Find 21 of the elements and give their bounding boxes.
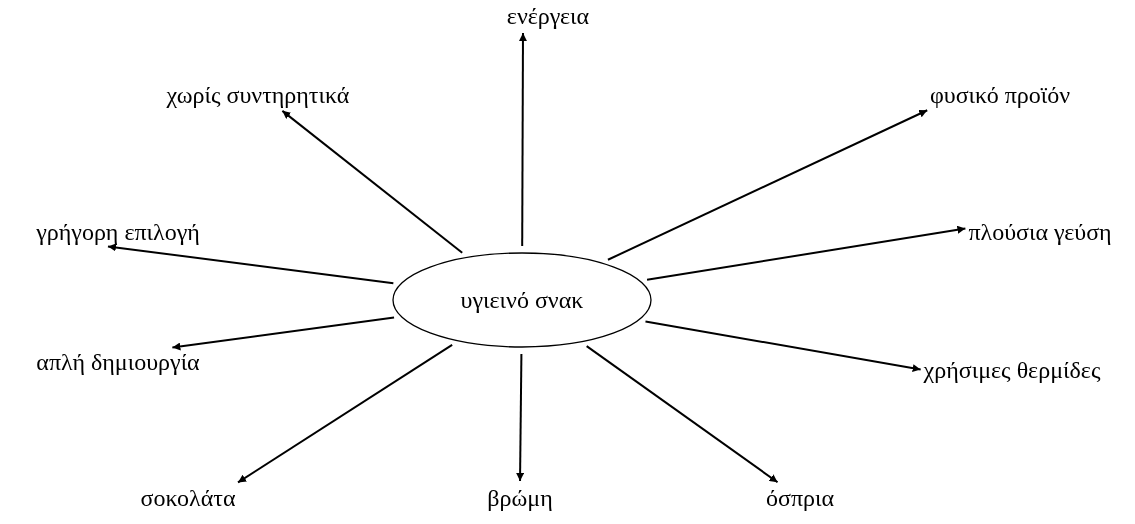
arrow: [107, 243, 395, 285]
arrow: [646, 225, 967, 281]
arrow: [237, 343, 454, 484]
arrow: [281, 109, 464, 254]
arrow: [171, 316, 396, 351]
arrow: [585, 345, 779, 484]
central-topic-label: υγιεινό σνακ: [460, 286, 584, 314]
topic-label: απλή δημιουργία: [36, 349, 200, 375]
topic-label: χωρίς συντηρητικά: [166, 82, 350, 108]
topic-label: όσπρια: [765, 485, 835, 511]
arrow: [518, 32, 527, 247]
topic-label: χρήσιμες θερμίδες: [923, 357, 1101, 383]
arrow: [644, 320, 922, 373]
arrow: [516, 353, 525, 482]
topic-label: ενέργεια: [506, 3, 590, 29]
arrow: [606, 109, 929, 261]
topic-label: βρώμη: [487, 485, 553, 511]
topic-label: γρήγορη επιλογή: [36, 219, 200, 245]
topic-label: φυσικό προϊόν: [929, 82, 1071, 108]
topic-label: σοκολάτα: [140, 485, 236, 511]
topic-label: πλούσια γεύση: [968, 219, 1112, 245]
